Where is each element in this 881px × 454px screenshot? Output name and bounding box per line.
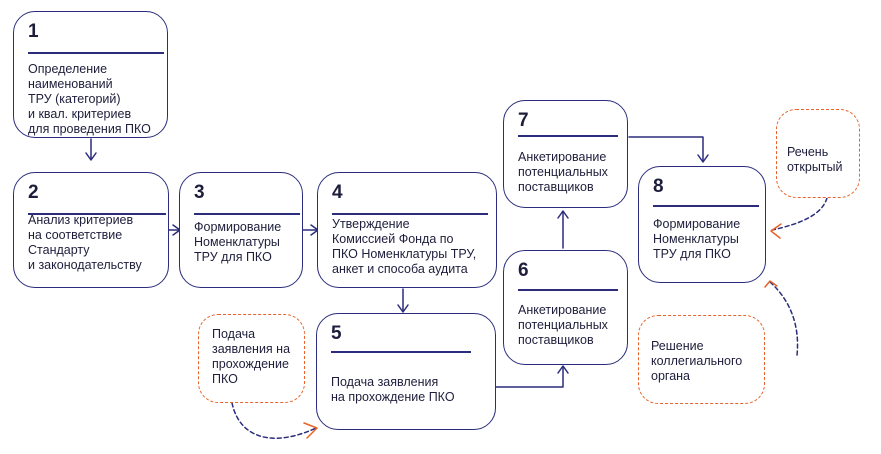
dashed-link-8-to-collegial	[769, 281, 799, 356]
step-2-number: 2	[28, 182, 39, 203]
arrowhead-note-to-5	[303, 422, 318, 439]
step-7-box: 7 Анкетирование потенциальных поставщико…	[503, 100, 628, 208]
step-4-divider	[332, 213, 488, 215]
arrow-7-to-8	[628, 136, 704, 162]
step-7-divider	[518, 135, 618, 137]
note-open-list: Речень открытый	[776, 109, 860, 198]
arrowhead-open-list-to-8	[770, 223, 782, 239]
arrowhead-1-to-2	[85, 152, 97, 161]
arrowhead-5-to-6	[557, 365, 569, 374]
step-8-box: 8 Формирование Номенклатуры ТРУ для ПКО	[638, 166, 766, 283]
note-collegial-text: Решение коллегиального органа	[651, 339, 743, 383]
arrowhead-collegial-to-8	[764, 280, 778, 288]
step-2-text: Анализ критериев на соответствие Стандар…	[28, 213, 142, 272]
step-6-box: 6 Анкетирование потенциальных поставщико…	[503, 250, 628, 365]
note-application-text: Подача заявления на прохождение ПКО	[212, 327, 291, 386]
note-open-list-text: Речень открытый	[787, 145, 843, 174]
step-5-number: 5	[331, 323, 342, 344]
step-3-text: Формирование Номенклатуры ТРУ для ПКО	[194, 220, 282, 264]
step-8-divider	[653, 205, 759, 207]
note-collegial: Решение коллегиального органа	[638, 315, 765, 404]
step-3-number: 3	[194, 182, 205, 203]
step-8-number: 8	[653, 176, 664, 197]
step-6-number: 6	[518, 260, 529, 281]
note-application: Подача заявления на прохождение ПКО	[198, 314, 305, 403]
step-7-number: 7	[518, 110, 529, 131]
step-6-text: Анкетирование потенциальных поставщиков	[518, 303, 608, 347]
step-2-box: 2 Анализ критериев на соответствие Станд…	[13, 172, 169, 288]
step-1-text: Определение наименований ТРУ (категорий)…	[28, 62, 151, 136]
arrow-5-to-6	[495, 366, 564, 388]
step-8-text: Формирование Номенклатуры ТРУ для ПКО	[653, 217, 741, 261]
dashed-link-note-to-5	[231, 402, 317, 439]
step-5-box: 5 Подача заявления на прохождение ПКО	[316, 313, 496, 430]
step-3-box: 3 Формирование Номенклатуры ТРУ для ПКО	[179, 172, 303, 288]
step-5-text: Подача заявления на прохождение ПКО	[331, 375, 455, 404]
step-2-divider	[28, 213, 166, 215]
step-1-divider	[28, 52, 164, 54]
step-6-divider	[518, 289, 618, 291]
step-4-box: 4 Утверждение Комиссией Фонда по ПКО Ном…	[317, 172, 497, 288]
step-1-box: 1 Определение наименований ТРУ (категори…	[13, 11, 168, 138]
step-3-divider	[194, 213, 300, 215]
step-4-text: Утверждение Комиссией Фонда по ПКО Номен…	[332, 217, 477, 276]
step-1-number: 1	[28, 21, 39, 42]
arrowhead-6-to-7	[557, 210, 569, 219]
arrowhead-7-to-8	[697, 154, 709, 163]
dashed-link-open-list-to-8	[771, 197, 828, 231]
step-7-text: Анкетирование потенциальных поставщиков	[518, 150, 608, 194]
arrowhead-4-to-5	[397, 304, 409, 313]
step-5-divider	[331, 351, 471, 353]
step-4-number: 4	[332, 182, 343, 203]
